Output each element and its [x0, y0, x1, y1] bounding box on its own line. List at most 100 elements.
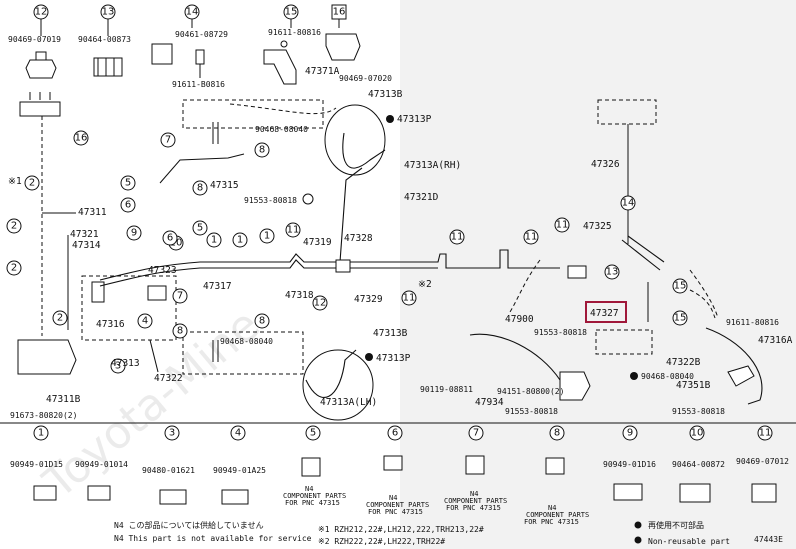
label-90468-bot: 90468-08040	[220, 337, 273, 346]
svg-text:5: 5	[310, 428, 316, 439]
lh-hose-group: 90468-08040 8 8 47313B 47313P 47313A(LH)	[172, 313, 411, 421]
svg-text:N4: N4	[470, 490, 478, 498]
svg-text:FOR PNC 47315: FOR PNC 47315	[446, 504, 501, 512]
label-47317: 47317	[203, 281, 232, 292]
left-assembly: 16 ※1 2 2 2 47311 47321 47314 2 47311B 9…	[6, 92, 107, 420]
svg-text:15: 15	[674, 313, 687, 324]
top-part-16[interactable]: 16 90469-07020	[325, 4, 392, 83]
label-90468-r: 90468-08040	[641, 372, 694, 381]
svg-text:N4: N4	[305, 485, 313, 493]
label-47313A-rh: 47313A(RH)	[404, 160, 461, 171]
svg-text:11: 11	[556, 220, 569, 231]
svg-text:8: 8	[259, 316, 265, 327]
svg-text:5: 5	[197, 223, 203, 234]
part-90469-07020: 90469-07020	[339, 74, 392, 83]
svg-text:6: 6	[125, 200, 131, 211]
svg-text:7: 7	[473, 428, 479, 439]
bottom-part-4[interactable]: 4 90949-01A25	[213, 425, 266, 505]
svg-text:6: 6	[167, 233, 173, 244]
star2-mark: ※2	[418, 279, 432, 290]
label-91553-b: 91553-80818	[534, 328, 587, 337]
svg-text:FOR PNC 47315: FOR PNC 47315	[524, 518, 579, 526]
svg-text:16: 16	[75, 133, 88, 144]
svg-text:11: 11	[759, 428, 772, 439]
label-47313P-bot: 47313P	[376, 353, 411, 364]
part-90480-01621: 90480-01621	[142, 466, 195, 475]
label-47321D: 47321D	[404, 192, 439, 203]
svg-text:9: 9	[627, 428, 633, 439]
svg-text:11: 11	[451, 232, 464, 243]
bottom-part-10[interactable]: 10 90464-00872	[672, 425, 725, 503]
bottom-part-6[interactable]: 6 N4 COMPONENT PARTS FOR PNC 47315	[366, 425, 429, 516]
part-47371A: 47371A	[305, 66, 340, 77]
label-47322: 47322	[154, 373, 183, 384]
label-90119: 90119-08811	[420, 385, 473, 394]
label-47321: 47321	[70, 229, 99, 240]
actuator-icon	[559, 371, 591, 401]
label-47325: 47325	[583, 221, 612, 232]
label-47327[interactable]: 47327	[590, 308, 619, 319]
bottom-part-8[interactable]: 8 N4 COMPONENT PARTS FOR PNC 47315	[524, 425, 589, 526]
svg-text:N4: N4	[389, 494, 397, 502]
callout-15: 15	[285, 7, 298, 18]
bottom-part-3[interactable]: 3 90480-01621	[142, 425, 195, 505]
label-47328: 47328	[344, 233, 373, 244]
legend-en: Non-reusable part	[648, 537, 730, 546]
svg-text:7: 7	[177, 291, 183, 302]
top-part-15[interactable]: 15 91611-80816 47371A	[263, 4, 340, 85]
part-90469-07012: 90469-07012	[736, 457, 789, 466]
bottom-part-1[interactable]: 1 90949-01D15 90949-01014	[10, 425, 128, 501]
label-47934: 47934	[475, 397, 504, 408]
label-47313A-lh: 47313A(LH)	[320, 397, 377, 408]
connector-icon	[19, 101, 61, 117]
bottom-part-9[interactable]: 9 90949-01D16	[603, 425, 656, 501]
label-90468-top: 90468-08040	[255, 125, 308, 134]
top-part-14[interactable]: 14 90461-08729 91611-B0816	[151, 4, 228, 89]
rh-hose-group: 90468-08040 7 8 5 6 8 5 6 47315 47313B 4…	[120, 89, 461, 246]
part-90949-01D15: 90949-01D15	[10, 460, 63, 469]
svg-text:4: 4	[142, 316, 148, 327]
label-47313B-bot: 47313B	[373, 328, 408, 339]
svg-text:COMPONENT PARTS: COMPONENT PARTS	[283, 492, 346, 500]
svg-text:8: 8	[197, 183, 203, 194]
label-47313B-top: 47313B	[368, 89, 403, 100]
bottom-part-11[interactable]: 11 90469-07012	[736, 425, 789, 503]
svg-text:COMPONENT PARTS: COMPONENT PARTS	[526, 511, 589, 519]
label-91673: 91673-80820(2)	[10, 411, 77, 420]
svg-text:6: 6	[392, 428, 398, 439]
svg-text:2: 2	[29, 178, 35, 189]
top-part-12[interactable]: 12 90469-07019	[8, 4, 61, 79]
svg-text:13: 13	[606, 267, 619, 278]
bottom-part-7[interactable]: 7 N4 COMPONENT PARTS FOR PNC 47315	[444, 425, 507, 512]
label-47313: 47313	[111, 358, 140, 369]
label-91611-r: 91611-80816	[726, 318, 779, 327]
central-block: 47316 4 9 10 7 3 47313 47323 47322	[81, 225, 188, 384]
svg-text:FOR PNC 47315: FOR PNC 47315	[285, 499, 340, 507]
part-90464-00873: 90464-00873	[78, 35, 131, 44]
svg-text:1: 1	[211, 235, 217, 246]
label-47311B: 47311B	[46, 394, 81, 405]
top-part-13[interactable]: 13 90464-00873	[78, 4, 131, 77]
left-panel	[0, 0, 400, 549]
svg-text:2: 2	[11, 263, 17, 274]
label-47329: 47329	[354, 294, 383, 305]
part-90949-01A25: 90949-01A25	[213, 466, 266, 475]
svg-text:COMPONENT PARTS: COMPONENT PARTS	[366, 501, 429, 509]
part-90949-01014: 90949-01014	[75, 460, 128, 469]
label-47311: 47311	[78, 207, 107, 218]
actuator-group: 47900 91553-80818 90119-08811 94151-8080…	[420, 259, 719, 416]
bottom-part-5[interactable]: 5 N4 COMPONENT PARTS FOR PNC 47315	[283, 425, 346, 507]
label-47900: 47900	[505, 314, 534, 325]
svg-text:15: 15	[674, 281, 687, 292]
label-47316: 47316	[96, 319, 125, 330]
svg-text:2: 2	[57, 313, 63, 324]
diagram-id: 47443E	[754, 535, 783, 544]
label-47314: 47314	[72, 240, 101, 251]
callout-16: 16	[333, 7, 346, 18]
svg-text:11: 11	[287, 225, 300, 236]
label-47323: 47323	[148, 265, 177, 276]
part-91611-80816: 91611-80816	[268, 28, 321, 37]
clip-icon	[25, 59, 57, 79]
label-91553-c: 91553-80818	[505, 407, 558, 416]
